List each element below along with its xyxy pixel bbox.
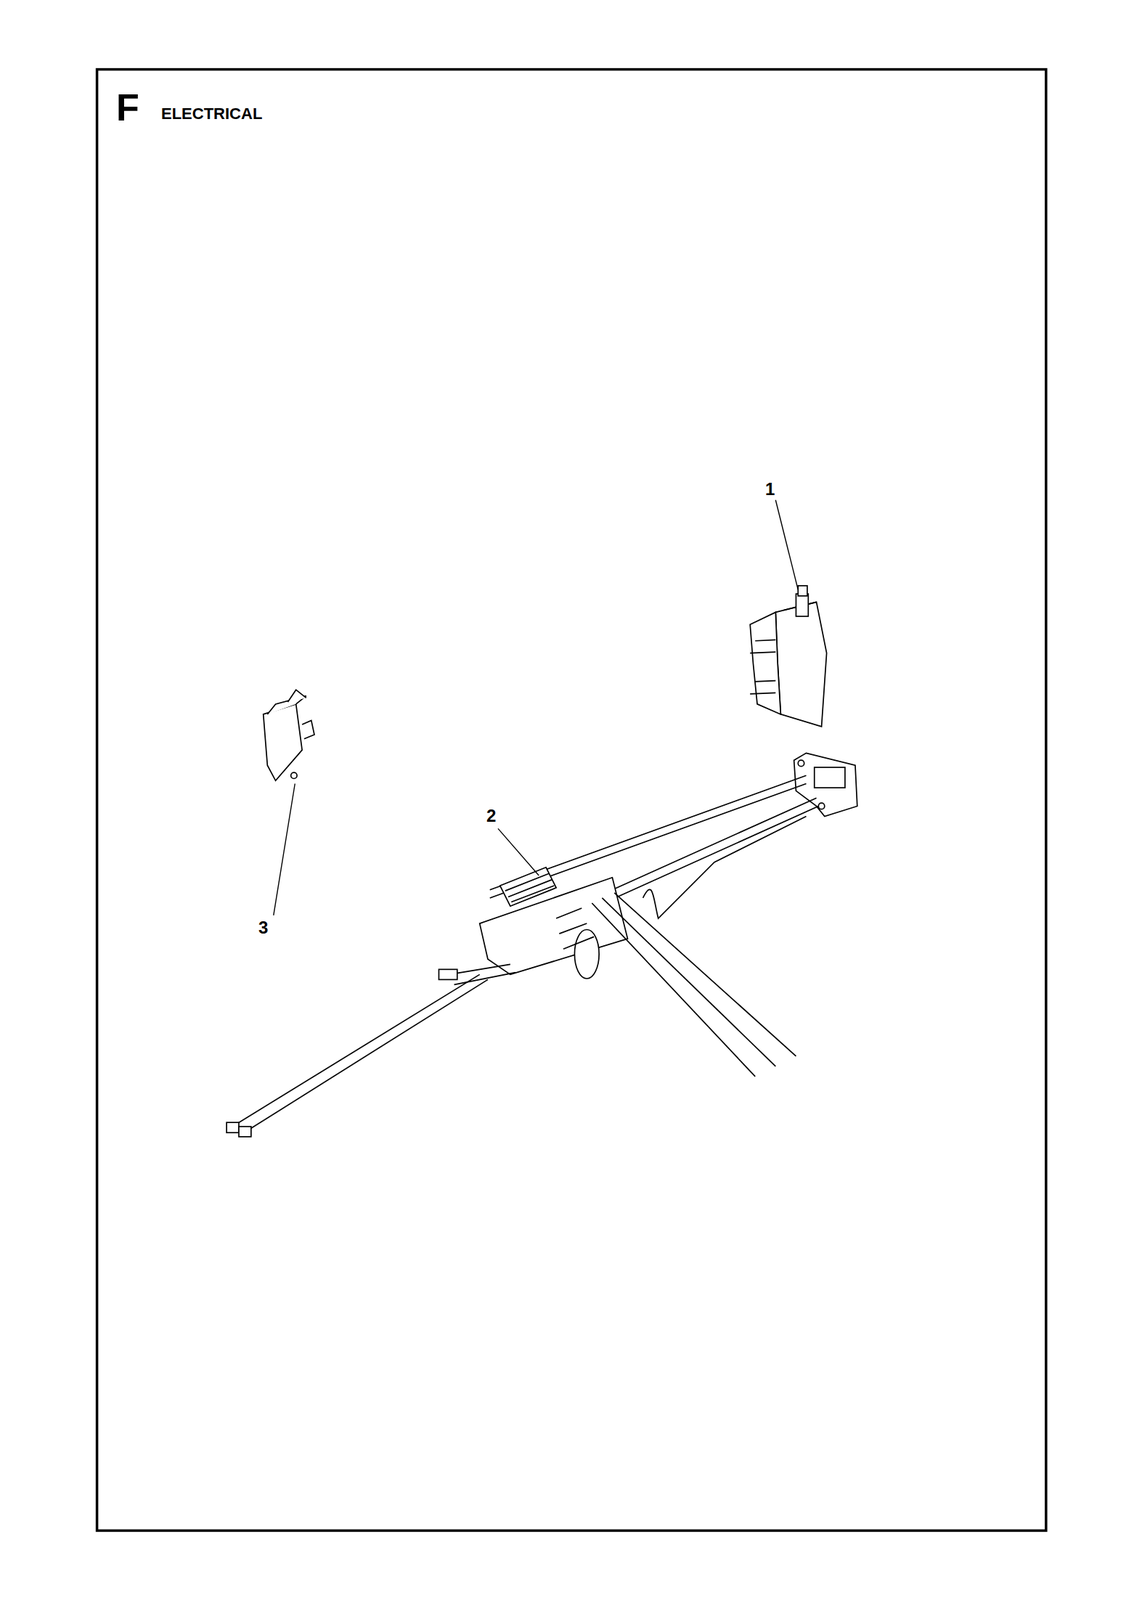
callout-number: 3 <box>258 919 268 937</box>
section-letter: F <box>116 88 140 127</box>
section-title: ELECTRICAL <box>161 105 263 122</box>
microswitch-part <box>263 689 315 781</box>
page-frame <box>97 69 1047 1532</box>
leader-line <box>273 784 296 916</box>
switch-part <box>749 585 827 727</box>
leader-line <box>775 500 798 591</box>
callout-number: 2 <box>486 807 496 825</box>
callout-number: 1 <box>765 480 775 499</box>
leader-line <box>498 828 539 876</box>
wiring-harness <box>226 752 858 1137</box>
